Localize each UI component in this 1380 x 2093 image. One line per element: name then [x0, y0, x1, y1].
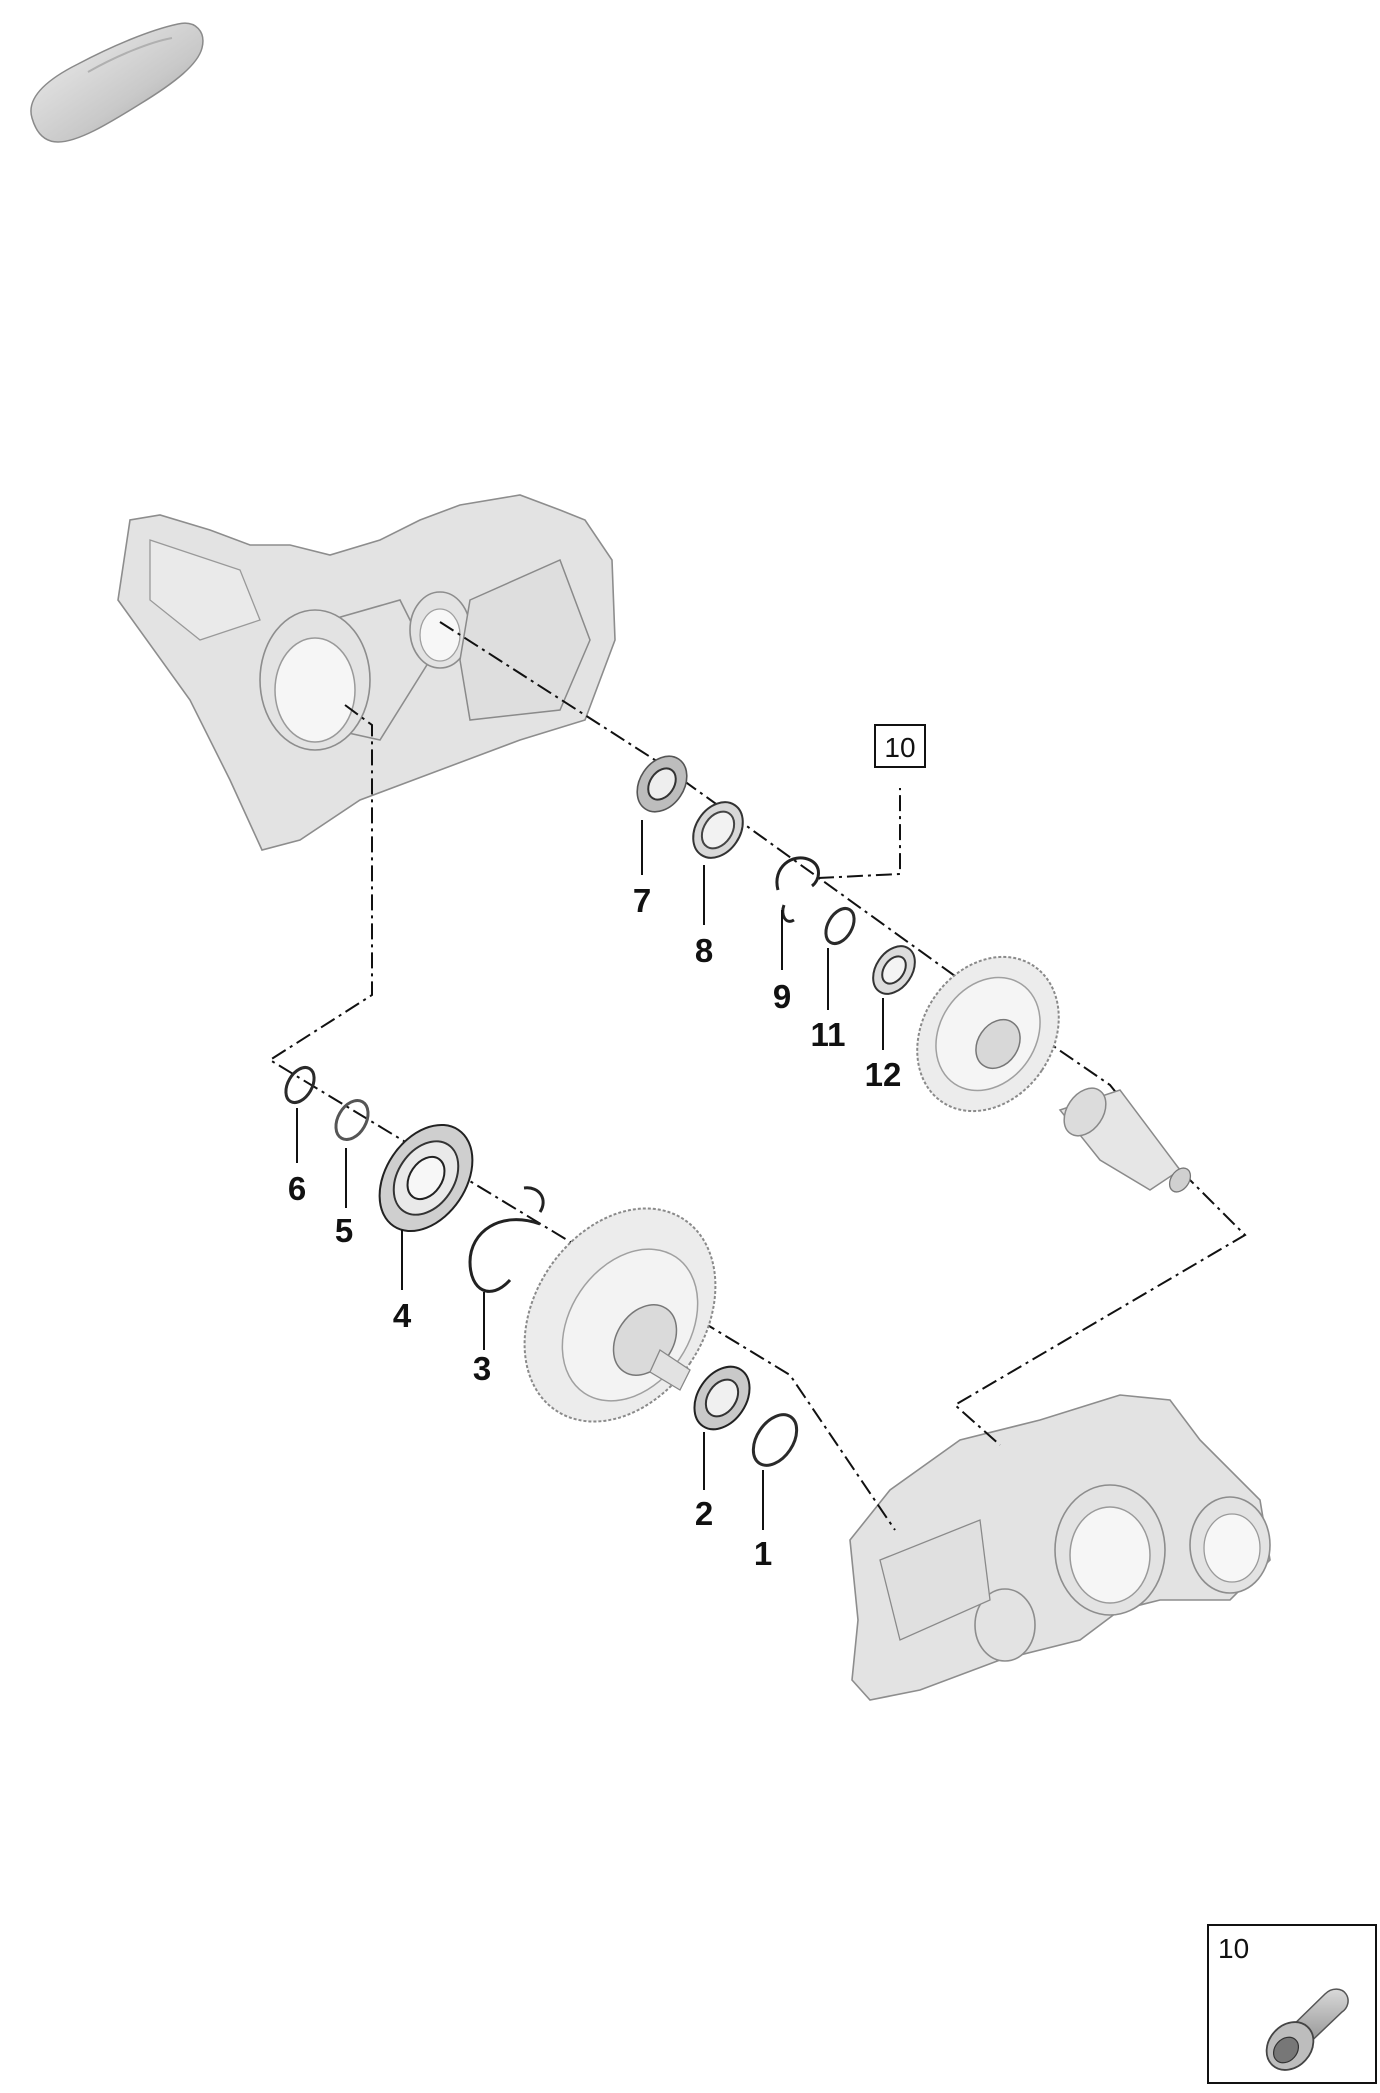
callout-7: 7	[633, 882, 651, 919]
legend-number: 10	[1218, 1933, 1249, 1964]
part-7-bearing	[636, 755, 688, 813]
callout-6: 6	[288, 1170, 306, 1207]
part-5-shim-ring	[334, 1099, 370, 1141]
reference-box-10: 10	[874, 724, 926, 768]
lower-differential-gear	[523, 1207, 717, 1423]
callout-9: 9	[773, 978, 791, 1015]
car-silhouette-icon	[30, 22, 204, 143]
leader-lines	[296, 820, 884, 1530]
part-6-circlip	[284, 1065, 316, 1105]
part-3-snap-ring	[468, 1186, 545, 1293]
reference-box-label: 10	[884, 732, 915, 763]
upper-gear	[916, 955, 1060, 1113]
callout-1: 1	[754, 1535, 772, 1572]
callouts: 7 8 9 11 12 6 5 4 3 2 1	[288, 882, 902, 1572]
legend-box: 10	[1207, 1924, 1377, 2084]
part-4-ball-bearing	[378, 1123, 474, 1233]
callout-5: 5	[335, 1212, 353, 1249]
part-1-shim-ring	[751, 1413, 799, 1467]
part-12-bushing	[872, 945, 916, 995]
part-2-tapered-bearing	[693, 1365, 751, 1431]
screw-icon	[1265, 1988, 1349, 2071]
transmission-housing-lower	[849, 1394, 1271, 1701]
callout-12: 12	[865, 1056, 902, 1093]
pinion-shaft	[1058, 1087, 1192, 1193]
callout-4: 4	[393, 1297, 412, 1334]
part-8-needle-bearing	[692, 801, 744, 859]
callout-11: 11	[811, 1016, 846, 1053]
transmission-housing-upper	[117, 494, 616, 851]
part-11-shim-ring	[824, 906, 856, 946]
callout-8: 8	[695, 932, 713, 969]
callout-2: 2	[695, 1495, 713, 1532]
callout-3: 3	[473, 1350, 491, 1387]
part-9-retaining-clip	[775, 856, 820, 923]
